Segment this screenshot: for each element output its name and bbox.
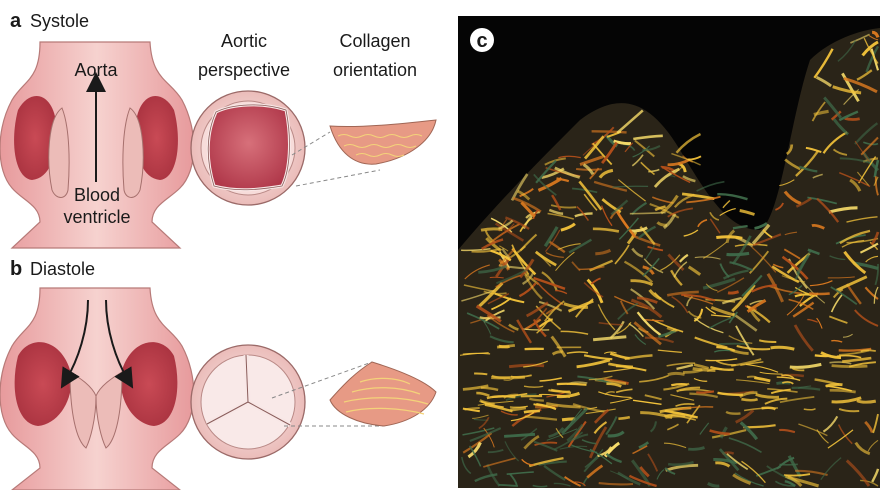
collagen-fiber bbox=[809, 293, 830, 294]
collagen-label-line2: orientation bbox=[333, 60, 417, 80]
collagen-fiber bbox=[845, 118, 860, 119]
collagen-fiber bbox=[524, 411, 540, 412]
panel-a-title: Systole bbox=[30, 11, 89, 31]
collagen-fiber bbox=[727, 253, 750, 254]
panel-b-diastole: b Diastole bbox=[0, 258, 436, 490]
collagen-fiber bbox=[497, 345, 515, 347]
panel-a-systole: a Systole Aorta Blood ventricle Aortic p… bbox=[0, 10, 436, 248]
collagen-fiber bbox=[716, 237, 742, 239]
systole-collagen-leaflet bbox=[330, 120, 436, 164]
panel-b-letter: b bbox=[10, 258, 22, 280]
collagen-fiber bbox=[490, 277, 504, 278]
blood-label: Blood bbox=[74, 185, 120, 205]
collagen-fiber bbox=[671, 384, 687, 385]
collagen-fiber bbox=[693, 369, 716, 371]
panel-a-letter: a bbox=[10, 10, 22, 32]
collagen-fiber bbox=[474, 373, 487, 374]
aorta-label: Aorta bbox=[74, 60, 118, 80]
panel-c-micrograph: c bbox=[458, 16, 880, 488]
closed-valve-perspective bbox=[191, 345, 305, 459]
collagen-fiber bbox=[728, 292, 739, 293]
aortic-perspective-label-line1: Aortic bbox=[221, 31, 267, 51]
collagen-fiber bbox=[857, 401, 876, 403]
collagen-fiber bbox=[696, 391, 714, 392]
aortic-perspective-label-line2: perspective bbox=[198, 60, 290, 80]
collagen-fiber bbox=[557, 384, 587, 385]
collagen-fiber bbox=[741, 399, 757, 400]
panel-c-letter: c bbox=[476, 30, 487, 52]
ventricle-label: ventricle bbox=[63, 207, 130, 227]
panel-b-title: Diastole bbox=[30, 259, 95, 279]
collagen-fiber bbox=[498, 485, 518, 486]
systole-zoom-line-bottom bbox=[296, 170, 380, 186]
open-valve-perspective bbox=[191, 91, 305, 205]
collagen-fiber bbox=[668, 373, 685, 374]
collagen-label-line1: Collagen bbox=[339, 31, 410, 51]
